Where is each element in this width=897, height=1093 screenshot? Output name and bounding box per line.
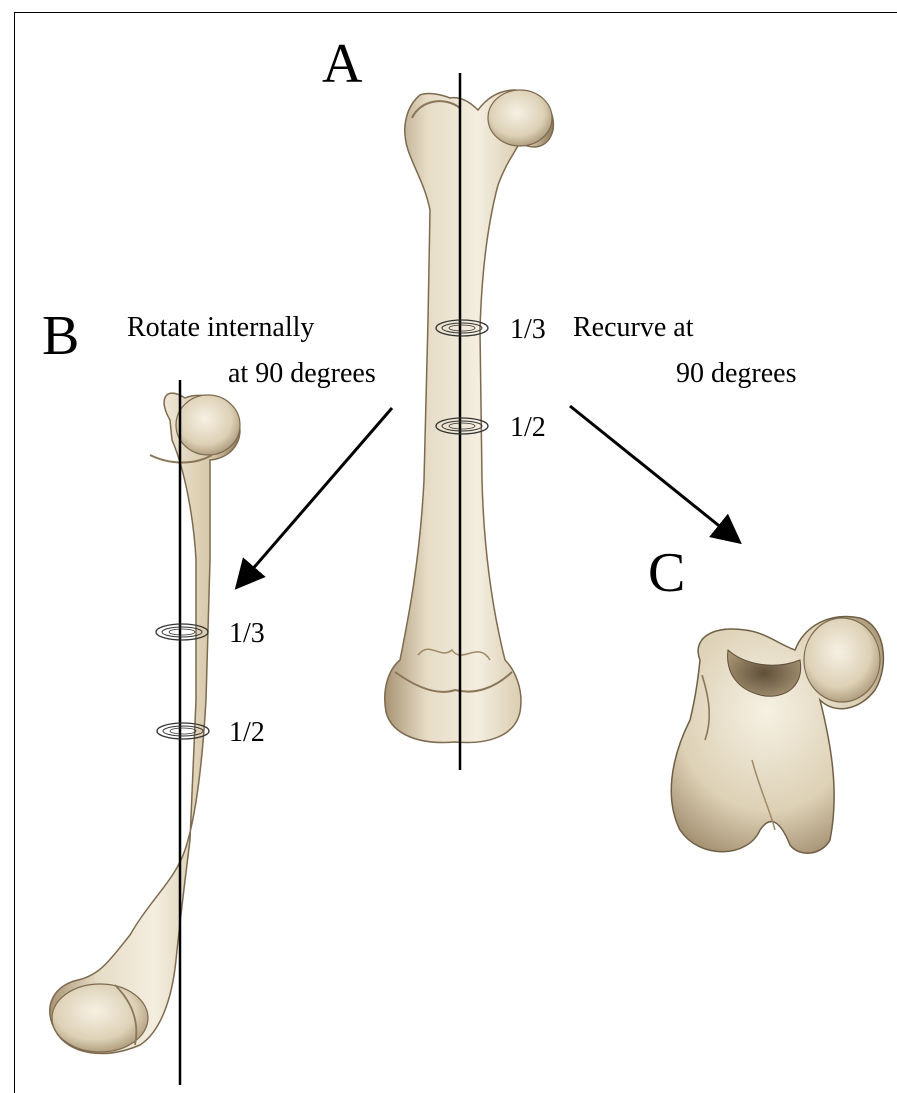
femur-c-axial: [671, 617, 883, 854]
arrow-to-b: [238, 408, 392, 586]
marker-label-a-upper: 1/3: [510, 316, 546, 344]
recurve-label-line1: Recurve at: [573, 314, 694, 342]
panel-letter-b: B: [42, 308, 79, 364]
recurve-label-line2: 90 degrees: [676, 360, 797, 388]
marker-label-b-middle: 1/2: [229, 719, 265, 747]
panel-letter-c: C: [648, 545, 685, 601]
rotate-label-line1: Rotate internally: [127, 314, 314, 342]
marker-label-a-middle: 1/2: [510, 414, 546, 442]
marker-label-b-upper: 1/3: [229, 620, 265, 648]
rotate-label-line2: at 90 degrees: [228, 360, 376, 388]
arrow-to-c: [570, 406, 738, 541]
panel-letter-a: A: [322, 36, 362, 92]
femur-b-lateral: [50, 393, 240, 1053]
